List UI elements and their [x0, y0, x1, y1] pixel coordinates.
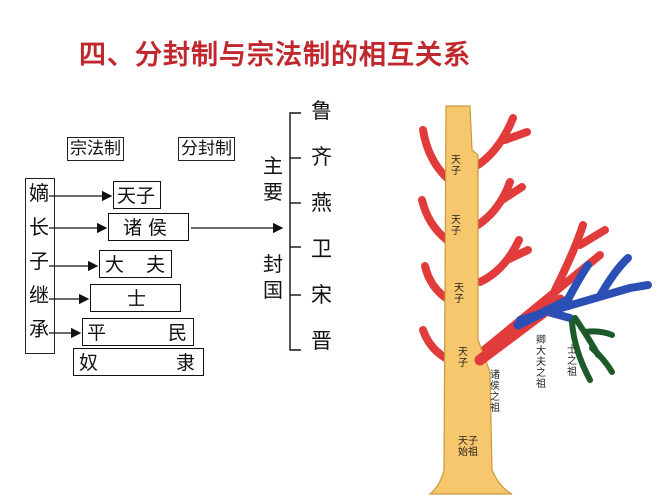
- qingdafu-branch: [513, 295, 573, 330]
- fenfeng-label: 分封制: [178, 137, 235, 161]
- state-song: 宋: [311, 283, 332, 307]
- pyramid-dafu: 大 夫: [99, 250, 172, 278]
- state-lu: 鲁: [311, 99, 332, 123]
- green-branches: [569, 315, 615, 383]
- shi-ancestor-label: 士之祖: [567, 345, 577, 378]
- zhuhou-ancestor-label: 诸侯之祖: [490, 370, 500, 414]
- dizhang-column: 嫡 长 子 继 承: [25, 178, 55, 354]
- state-list: 鲁 齐 燕 卫 宋 晋: [311, 88, 332, 364]
- pyramid-nuli: 奴 隶: [73, 348, 204, 376]
- root-label: 天子 始祖: [458, 436, 478, 458]
- zongfa-label: 宗法制: [67, 137, 124, 161]
- trunk-label-tianzi-4: 天子: [458, 347, 468, 369]
- pyramid-shi: 士: [90, 284, 181, 312]
- dizhang-char: 嫡: [29, 181, 49, 205]
- main-label-top: 主 要: [263, 154, 283, 204]
- state-jin: 晋: [311, 329, 332, 353]
- dizhang-char: 子: [29, 249, 49, 273]
- main-label-bottom: 封 国: [263, 252, 283, 302]
- dizhang-char: 长: [29, 215, 49, 239]
- dizhang-char: 继: [29, 283, 49, 307]
- pyramid-pingmin: 平 民: [82, 318, 194, 346]
- pyramid-zhuhou: 诸侯: [108, 213, 189, 241]
- qingdafu-ancestor-label: 卿大夫之祖: [536, 335, 546, 390]
- trunk-label-tianzi-1: 天子: [451, 155, 461, 177]
- dizhang-char: 承: [29, 317, 49, 341]
- state-wei: 卫: [311, 237, 332, 261]
- pyramid-tianzi: 天子: [113, 181, 161, 209]
- states-bracket: [289, 112, 301, 351]
- state-qi: 齐: [311, 145, 332, 169]
- state-yan: 燕: [311, 191, 332, 215]
- page-title: 四、分封制与宗法制的相互关系: [79, 40, 471, 71]
- trunk-label-tianzi-3: 天子: [454, 283, 464, 305]
- trunk-label-tianzi-2: 天子: [451, 215, 461, 237]
